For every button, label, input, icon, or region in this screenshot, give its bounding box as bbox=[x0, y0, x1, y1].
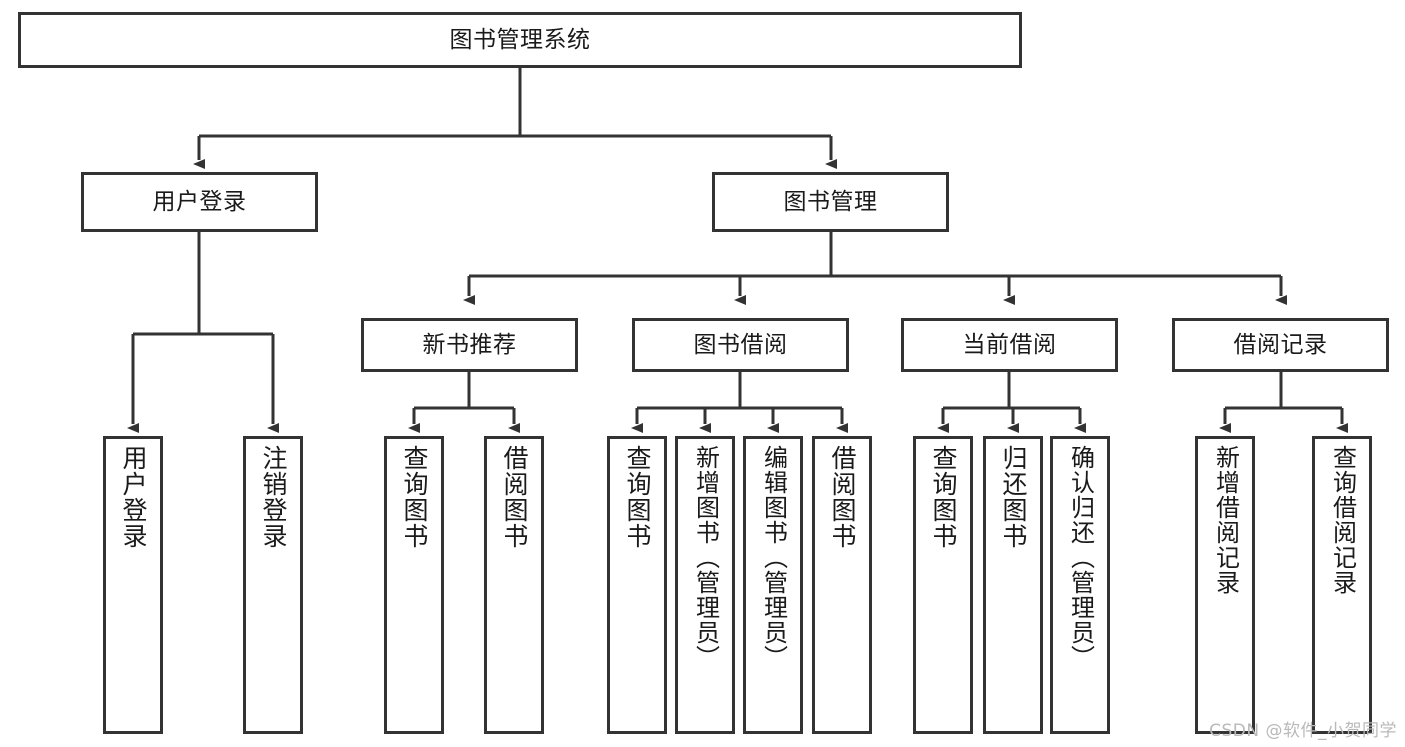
leaf-borrow-book-2[interactable]: 借阅图书 bbox=[812, 436, 872, 734]
leaf-return-book-label: 归还图书 bbox=[999, 445, 1028, 549]
leaf-user-login-label: 用户登录 bbox=[119, 445, 148, 549]
leaf-query-book-3-label: 查询图书 bbox=[929, 445, 958, 549]
leaf-add-book-label: 新增图书（管理员） bbox=[691, 445, 720, 670]
leaf-query-book-2[interactable]: 查询图书 bbox=[607, 436, 667, 734]
leaf-query-record[interactable]: 查询借阅记录 bbox=[1312, 436, 1372, 734]
leaf-add-record[interactable]: 新增借阅记录 bbox=[1195, 436, 1255, 734]
node-user-login-label: 用户登录 bbox=[152, 188, 247, 215]
node-root-label: 图书管理系统 bbox=[449, 26, 591, 53]
leaf-query-record-label: 查询借阅记录 bbox=[1328, 445, 1357, 595]
node-borrow-record-label: 借阅记录 bbox=[1233, 331, 1328, 358]
node-user-login[interactable]: 用户登录 bbox=[81, 172, 318, 232]
leaf-query-book-1-label: 查询图书 bbox=[400, 445, 429, 549]
leaf-return-book[interactable]: 归还图书 bbox=[983, 436, 1043, 734]
leaf-logout-label: 注销登录 bbox=[259, 445, 288, 549]
leaf-borrow-book-2-label: 借阅图书 bbox=[828, 445, 857, 549]
leaf-add-book[interactable]: 新增图书（管理员） bbox=[675, 436, 735, 734]
leaf-borrow-book-1[interactable]: 借阅图书 bbox=[484, 436, 544, 734]
leaf-user-login[interactable]: 用户登录 bbox=[103, 436, 163, 734]
csdn-watermark: CSDN @软件_小贺同学 bbox=[1209, 721, 1397, 741]
leaf-query-book-3[interactable]: 查询图书 bbox=[913, 436, 973, 734]
node-current-borrow-label: 当前借阅 bbox=[962, 331, 1057, 358]
leaf-query-book-2-label: 查询图书 bbox=[623, 445, 652, 549]
leaf-query-book-1[interactable]: 查询图书 bbox=[384, 436, 444, 734]
leaf-confirm-return-label: 确认归还（管理员） bbox=[1066, 445, 1095, 670]
node-borrow-record[interactable]: 借阅记录 bbox=[1172, 318, 1389, 372]
leaf-add-record-label: 新增借阅记录 bbox=[1211, 445, 1240, 595]
leaf-edit-book-label: 编辑图书（管理员） bbox=[759, 445, 788, 670]
node-book-borrow-label: 图书借阅 bbox=[693, 331, 788, 358]
node-book-borrow[interactable]: 图书借阅 bbox=[632, 318, 849, 372]
node-book-manage[interactable]: 图书管理 bbox=[712, 172, 949, 232]
leaf-borrow-book-1-label: 借阅图书 bbox=[500, 445, 529, 549]
node-root[interactable]: 图书管理系统 bbox=[18, 12, 1022, 68]
node-new-book-rec[interactable]: 新书推荐 bbox=[361, 318, 578, 372]
node-book-manage-label: 图书管理 bbox=[783, 188, 878, 215]
node-current-borrow[interactable]: 当前借阅 bbox=[901, 318, 1118, 372]
leaf-edit-book[interactable]: 编辑图书（管理员） bbox=[743, 436, 803, 734]
leaf-confirm-return[interactable]: 确认归还（管理员） bbox=[1050, 436, 1110, 734]
leaf-logout[interactable]: 注销登录 bbox=[243, 436, 303, 734]
node-new-book-rec-label: 新书推荐 bbox=[422, 331, 517, 358]
